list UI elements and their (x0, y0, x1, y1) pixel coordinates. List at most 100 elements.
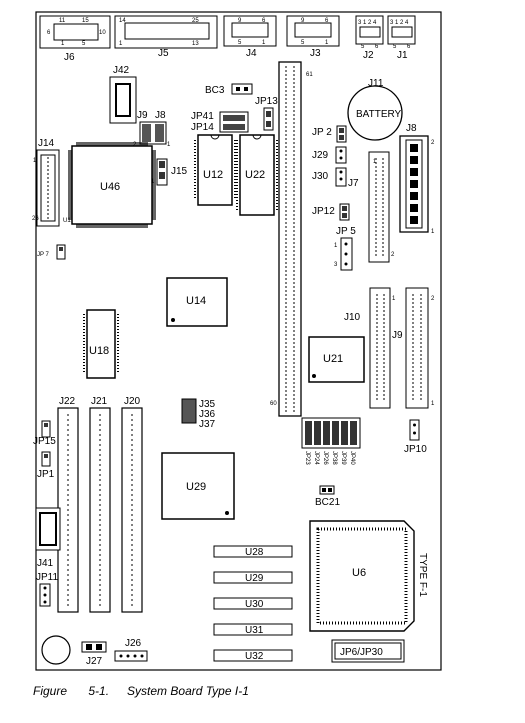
figure-caption: Figure 5-1.System Board Type I-1 (33, 684, 267, 698)
j6-pin-6: 6 (47, 30, 51, 36)
jumper-jp12: JP12 (312, 203, 350, 221)
label-j42: J42 (113, 65, 130, 76)
j15-pin-1: 1 (151, 179, 155, 185)
label-jp6-jp30: JP6/JP30 (340, 647, 383, 658)
label-j14: J14 (38, 138, 55, 149)
j14-u1-mark: U1 (63, 218, 71, 224)
j5-pin-14: 14 (119, 18, 126, 24)
jumper-jp2: JP 2 (312, 125, 347, 143)
j14-pin-1: 1 (33, 158, 37, 164)
j8-pin-1: 1 (167, 142, 171, 148)
label-jp7: JP 7 (37, 252, 50, 258)
label-j11: J11 (368, 78, 384, 89)
j5-pin-1: 1 (119, 41, 123, 47)
chip-u21: U21 (308, 336, 365, 383)
label-j9-top: J9 (137, 110, 148, 121)
label-u32: U32 (245, 651, 264, 662)
j1-pin-5: 5 (393, 44, 397, 50)
label-j30: J30 (312, 171, 329, 182)
label-j9-right: J9 (392, 330, 403, 341)
buzzer (41, 635, 71, 665)
label-jp15: JP15 (33, 436, 56, 447)
chip-u12: U12 (194, 134, 236, 206)
label-j15: J15 (171, 166, 188, 177)
label-u30: U30 (245, 599, 264, 610)
label-u31: U31 (245, 625, 264, 636)
slot-j21: J21 (89, 396, 111, 613)
simm-u28: U28 (213, 545, 293, 558)
jumper-jp15: JP15 (33, 420, 56, 447)
label-jp23: JP23 (304, 451, 310, 465)
chip-u46: U46 (68, 142, 156, 228)
connector-j8: J8 2 1 (399, 123, 435, 235)
j2-pin-5: 5 (361, 44, 365, 50)
header-j26: J26 (114, 638, 148, 662)
label-u28: U28 (245, 547, 264, 558)
label-jp12: JP12 (312, 206, 335, 217)
j4-pin-5: 5 (238, 40, 242, 46)
label-jp41: JP41 (191, 111, 214, 122)
label-j20: J20 (124, 396, 141, 407)
jumper-jp5: JP 5 1 3 (334, 226, 356, 271)
j3-pin-6: 6 (325, 18, 329, 24)
label-jp24: JP24 (313, 451, 319, 465)
label-j8-right: J8 (406, 123, 417, 134)
simm-u29: U29 (213, 571, 293, 584)
connector-j9: J9 2 1 (392, 287, 435, 409)
j8-pin-2: 2 (431, 140, 435, 146)
j4-pin-1: 1 (262, 40, 266, 46)
label-j5: J5 (158, 48, 169, 59)
bus-connector: 61 60 (270, 61, 313, 417)
connector-j1: 3 1 2 4 5 6 J1 (387, 15, 416, 61)
label-bc21: BC21 (315, 497, 340, 508)
label-u12: U12 (203, 169, 223, 181)
label-u29-chip: U29 (186, 481, 206, 493)
connector-j5: 14 25 1 13 J5 (114, 15, 218, 59)
jumper-block-jp23-jp40: JP40 JP39 JP38 JP26 JP24 JP23 (301, 417, 361, 465)
j14-pin-26: 26 (32, 216, 39, 222)
j4-pin-6: 6 (262, 18, 266, 24)
j6-pin-10: 10 (99, 30, 106, 36)
label-j41: J41 (37, 558, 54, 569)
jumper-jp6-jp30: JP6/JP30 (331, 639, 405, 663)
cap-bc3: BC3 (205, 83, 253, 96)
j6-pin-15: 15 (82, 18, 89, 24)
label-jp13: JP13 (255, 96, 278, 107)
connector-j4: 9 6 5 1 J4 (223, 15, 277, 59)
jumper-jp13: JP13 (255, 96, 278, 131)
j6-pin-5: 5 (82, 41, 86, 47)
label-u22: U22 (245, 169, 265, 181)
label-j2: J2 (363, 50, 374, 61)
label-jp39: JP39 (340, 451, 346, 465)
connector-j2: 3 1 2 4 5 6 J2 (355, 15, 384, 61)
header-j30: J30 J7 (312, 167, 359, 189)
label-jp40: JP40 (349, 451, 355, 465)
label-j10: J10 (344, 312, 361, 323)
jumper-jp11: JP11 (36, 572, 58, 607)
label-j4: J4 (246, 48, 257, 59)
jp5-pin-1: 1 (334, 243, 338, 249)
label-j6: J6 (64, 52, 75, 63)
slot-j20: J20 (121, 396, 143, 613)
header-j15: 1 J15 (151, 158, 188, 186)
jumper-jp41-jp14: JP41 JP14 (191, 111, 249, 133)
chip-u22: U22 (236, 134, 278, 216)
label-jp38: JP38 (331, 451, 337, 465)
label-u6: U6 (352, 567, 366, 579)
label-u14: U14 (186, 295, 206, 307)
connector-j10: J10 1 (344, 287, 396, 409)
label-j22: J22 (59, 396, 76, 407)
label-u29-simm: U29 (245, 573, 264, 584)
connector-j41: J41 (35, 507, 61, 569)
connector-j42: J42 (109, 65, 137, 124)
connector-j3: 9 6 5 1 J3 (286, 15, 340, 59)
connector-j6: 11 15 6 10 1 5 J6 (39, 15, 111, 63)
label-type: TYPE F-1 (417, 553, 428, 597)
jumper-jp7: JP 7 (37, 244, 66, 260)
label-j37: J37 (199, 419, 216, 430)
caption-figure-word: Figure (33, 684, 68, 698)
slot-j22: J22 (57, 396, 79, 613)
j9-pin-1: 1 (431, 401, 435, 407)
j5-pin-13: 13 (192, 41, 199, 47)
j3-pin-5: 5 (301, 40, 305, 46)
